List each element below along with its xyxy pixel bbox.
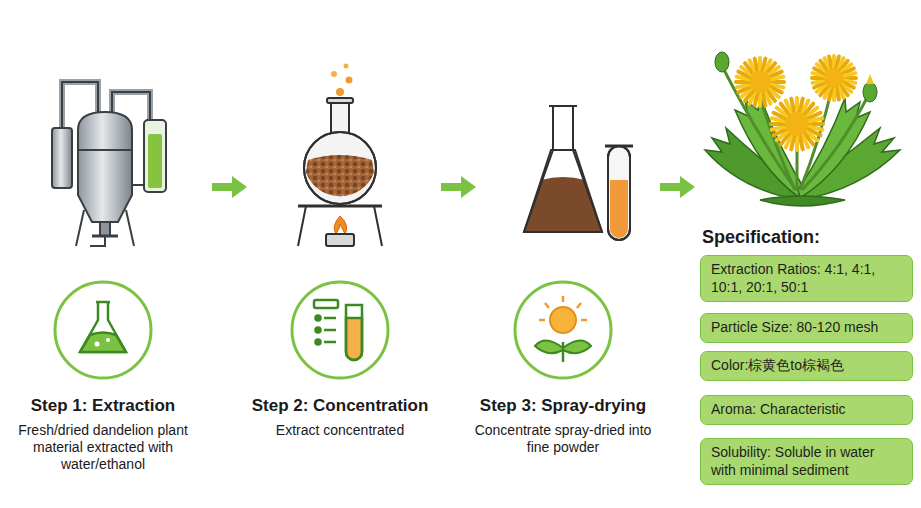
- step-description: Extract concentrated: [240, 422, 440, 439]
- step-title: Step 1: Extraction: [3, 396, 203, 416]
- extraction-tank: [52, 82, 166, 246]
- spec-text: Extraction Ratios: 4:1, 4:1, 10:1, 20:1,…: [711, 261, 902, 296]
- spec-text: Solubility: Soluble in water with minima…: [711, 444, 902, 479]
- spec-box: Aroma: Characteristic: [700, 395, 913, 425]
- extraction-icon: [80, 302, 126, 352]
- step-node: Step 3: Spray-dryingConcentrate spray-dr…: [463, 282, 663, 456]
- flow-arrow: [212, 176, 695, 198]
- spec-text: Aroma: Characteristic: [711, 401, 902, 419]
- icon-space: [463, 282, 663, 382]
- spec-text: Color:棕黄色to棕褐色: [711, 357, 902, 375]
- concentration-icon: [314, 300, 362, 360]
- flower-head: [736, 58, 784, 106]
- step-description: Concentrate spray-dried into fine powder: [463, 422, 663, 456]
- step-node: Step 2: ConcentrationExtract concentrate…: [240, 282, 440, 439]
- spec-box: Particle Size: 80-120 mesh: [700, 313, 913, 343]
- step-node: Step 1: ExtractionFresh/dried dandelion …: [3, 282, 203, 473]
- section-heading: Specification:: [702, 227, 820, 248]
- boiling-flask: [298, 64, 382, 247]
- spec-box: Solubility: Soluble in water with minima…: [700, 438, 913, 485]
- spec-box: Color:棕黄色to棕褐色: [700, 351, 913, 381]
- step-title: Step 2: Concentration: [240, 396, 440, 416]
- icon-space: [3, 282, 203, 382]
- spec-text: Particle Size: 80-120 mesh: [711, 319, 902, 337]
- step-description: Fresh/dried dandelion plant material ext…: [3, 422, 203, 473]
- flower-head: [771, 98, 823, 150]
- spray-drying-icon: [535, 296, 591, 362]
- spec-box: Extraction Ratios: 4:1, 4:1, 10:1, 20:1,…: [700, 255, 913, 302]
- powder-flask: [524, 106, 633, 240]
- step-title: Step 3: Spray-drying: [463, 396, 663, 416]
- icon-ring: [55, 282, 611, 378]
- icon-space: [240, 282, 440, 382]
- flower-head: [812, 56, 856, 100]
- dandelion-plant: [705, 52, 900, 206]
